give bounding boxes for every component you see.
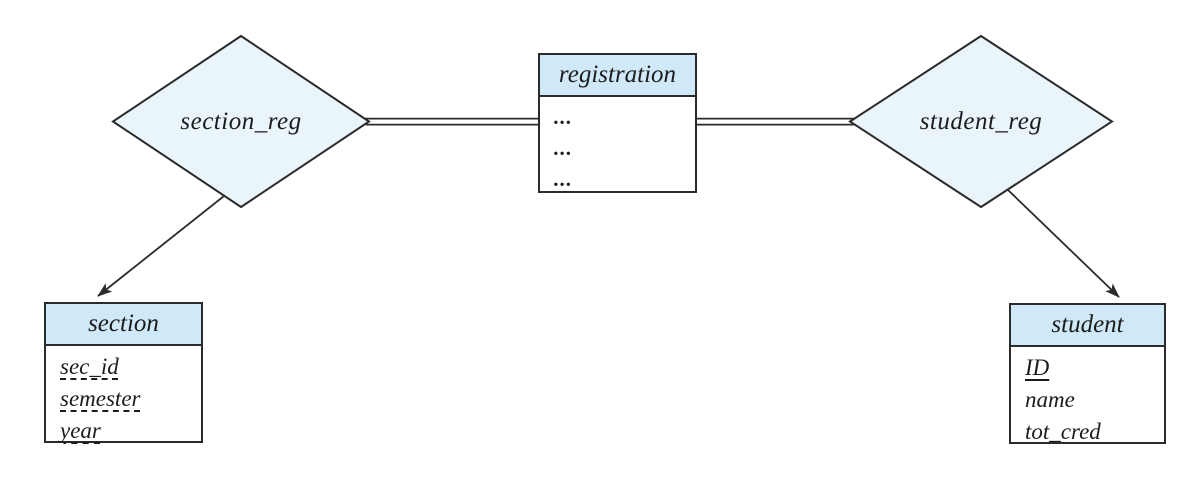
entity-student: student ID name tot_cred (1009, 303, 1166, 444)
entity-student-title: student (1011, 305, 1164, 347)
attribute-label: ... (554, 136, 573, 160)
relationship-diamond-student-reg (848, 34, 1114, 209)
entity-section: section sec_id semester year (44, 302, 203, 443)
attribute-row: name (1025, 384, 1164, 416)
entity-section-title: section (46, 304, 201, 346)
entity-section-attributes: sec_id semester year (46, 346, 201, 447)
attribute-row: ... (554, 133, 695, 164)
attribute-label: year (60, 418, 101, 443)
double-line-sectionreg-registration (364, 117, 539, 126)
arrow-studentreg-to-student (1007, 189, 1120, 298)
attribute-label: ID (1025, 355, 1050, 380)
arrow-sectionreg-to-section (97, 195, 225, 297)
attribute-row: ID (1025, 352, 1164, 384)
attribute-row: year (60, 415, 201, 447)
entity-registration-title: registration (540, 55, 695, 97)
entity-registration: registration ... ... ... (538, 53, 697, 193)
entity-registration-attributes: ... ... ... (540, 97, 695, 195)
attribute-row: semester (60, 383, 201, 415)
attribute-row: tot_cred (1025, 416, 1164, 448)
double-line-registration-studentreg (696, 117, 857, 126)
attribute-label: sec_id (60, 354, 119, 379)
relationship-label-student-reg: student_reg (919, 107, 1043, 135)
attribute-row: ... (554, 102, 695, 133)
attribute-label: tot_cred (1025, 419, 1101, 444)
attribute-label: name (1025, 387, 1075, 412)
entity-student-attributes: ID name tot_cred (1011, 347, 1164, 448)
relationship-label-section-reg: section_reg (180, 107, 302, 135)
attribute-row: sec_id (60, 351, 201, 383)
relationship-diamond-section-reg (111, 34, 371, 209)
attribute-row: ... (554, 164, 695, 195)
attribute-label: ... (554, 105, 573, 129)
attribute-label: ... (554, 167, 573, 191)
attribute-label: semester (60, 386, 141, 411)
